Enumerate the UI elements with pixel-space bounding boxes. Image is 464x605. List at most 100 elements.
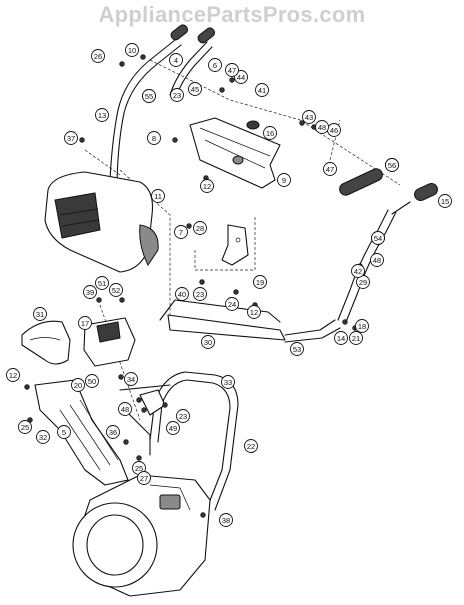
screw-icon bbox=[119, 61, 125, 67]
callout-circle bbox=[142, 89, 156, 103]
callout-number: 40 bbox=[178, 290, 186, 299]
screw-icon bbox=[123, 439, 129, 445]
screw-icon bbox=[162, 402, 168, 408]
callout-number: 34 bbox=[127, 375, 135, 384]
callout-number: 52 bbox=[112, 286, 120, 295]
callout-circle bbox=[323, 162, 337, 176]
linkage bbox=[159, 299, 341, 343]
callout-circle bbox=[385, 158, 399, 172]
callout-circle bbox=[225, 297, 239, 311]
screw-icon bbox=[200, 512, 206, 518]
callout-circle bbox=[109, 283, 123, 297]
discharge-chute bbox=[34, 379, 129, 486]
callout-number: 47 bbox=[326, 165, 334, 174]
callout-53: 53 bbox=[290, 342, 304, 356]
callout-circle bbox=[244, 439, 258, 453]
callout-circle bbox=[176, 409, 190, 423]
callout-circle bbox=[255, 83, 269, 97]
callout-41: 41 bbox=[255, 83, 269, 97]
callout-8: 8 bbox=[147, 131, 161, 145]
callout-circle bbox=[166, 421, 180, 435]
callout-20: 20 bbox=[71, 378, 85, 392]
callout-number: 17 bbox=[81, 319, 89, 328]
callout-number: 10 bbox=[128, 46, 136, 55]
callout-number: 30 bbox=[204, 338, 212, 347]
callout-circle bbox=[221, 375, 235, 389]
screw-icon bbox=[299, 120, 305, 126]
callout-16: 16 bbox=[263, 126, 277, 140]
callout-circle bbox=[315, 120, 329, 134]
callout-51: 51 bbox=[95, 276, 109, 290]
callout-number: 55 bbox=[145, 92, 153, 101]
callout-circle bbox=[95, 276, 109, 290]
callout-5: 5 bbox=[57, 425, 71, 439]
callout-36: 36 bbox=[106, 425, 120, 439]
callout-circle bbox=[175, 287, 189, 301]
callout-30: 30 bbox=[201, 335, 215, 349]
callout-23: 23 bbox=[170, 88, 184, 102]
callout-circle bbox=[147, 131, 161, 145]
callout-number: 36 bbox=[109, 428, 117, 437]
callout-40: 40 bbox=[175, 287, 189, 301]
callout-number: 48 bbox=[373, 256, 381, 265]
callout-number: 19 bbox=[256, 278, 264, 287]
callout-number: 25 bbox=[21, 423, 29, 432]
callout-circle bbox=[137, 471, 151, 485]
bracket bbox=[221, 224, 249, 266]
callout-7: 7 bbox=[174, 225, 188, 239]
callout-number: 53 bbox=[293, 345, 301, 354]
callout-number: 39 bbox=[86, 288, 94, 297]
callout-55: 55 bbox=[142, 89, 156, 103]
callout-54: 54 bbox=[371, 231, 385, 245]
callout-number: 7 bbox=[179, 228, 183, 237]
callout-circle bbox=[371, 231, 385, 245]
callout-circle bbox=[33, 307, 47, 321]
callout-6: 6 bbox=[208, 58, 222, 72]
callout-circle bbox=[351, 264, 365, 278]
screw-icon bbox=[140, 54, 146, 60]
callout-number: 18 bbox=[358, 322, 366, 331]
callout-19: 19 bbox=[253, 275, 267, 289]
screw-icon bbox=[24, 384, 30, 390]
callout-43: 43 bbox=[302, 110, 316, 124]
screw-icon bbox=[136, 397, 142, 403]
callout-23: 23 bbox=[176, 409, 190, 423]
callout-number: 8 bbox=[152, 134, 156, 143]
callout-number: 45 bbox=[191, 85, 199, 94]
callout-circle bbox=[219, 513, 233, 527]
callout-circle bbox=[263, 126, 277, 140]
callout-circle bbox=[91, 49, 105, 63]
callout-number: 23 bbox=[196, 290, 204, 299]
right-handle-grips bbox=[337, 168, 438, 323]
callout-50: 50 bbox=[85, 374, 99, 388]
callout-circle bbox=[118, 402, 132, 416]
callout-49: 49 bbox=[166, 421, 180, 435]
callout-number: 12 bbox=[203, 182, 211, 191]
screw-icon bbox=[118, 374, 124, 380]
lower-handle bbox=[149, 371, 239, 511]
screw-icon bbox=[119, 297, 125, 303]
callout-number: 27 bbox=[140, 474, 148, 483]
callout-23: 23 bbox=[193, 287, 207, 301]
callout-circle bbox=[193, 287, 207, 301]
callout-48: 48 bbox=[315, 120, 329, 134]
callout-number: 12 bbox=[250, 308, 258, 317]
callout-12: 12 bbox=[200, 179, 214, 193]
callout-circle bbox=[349, 331, 363, 345]
screw-icon bbox=[219, 87, 225, 93]
callout-circle bbox=[169, 53, 183, 67]
callout-27: 27 bbox=[137, 471, 151, 485]
callout-number: 49 bbox=[169, 424, 177, 433]
callout-number: 31 bbox=[36, 310, 44, 319]
callout-28: 28 bbox=[193, 221, 207, 235]
screw-icon bbox=[229, 77, 235, 83]
callout-24: 24 bbox=[225, 297, 239, 311]
callout-number: 32 bbox=[39, 433, 47, 442]
callout-number: 22 bbox=[247, 442, 255, 451]
callout-9: 9 bbox=[277, 173, 291, 187]
screw-icon bbox=[186, 223, 192, 229]
callout-circle bbox=[247, 305, 261, 319]
callout-26: 26 bbox=[91, 49, 105, 63]
auger-housing bbox=[72, 474, 211, 597]
screw-icon bbox=[141, 407, 147, 413]
